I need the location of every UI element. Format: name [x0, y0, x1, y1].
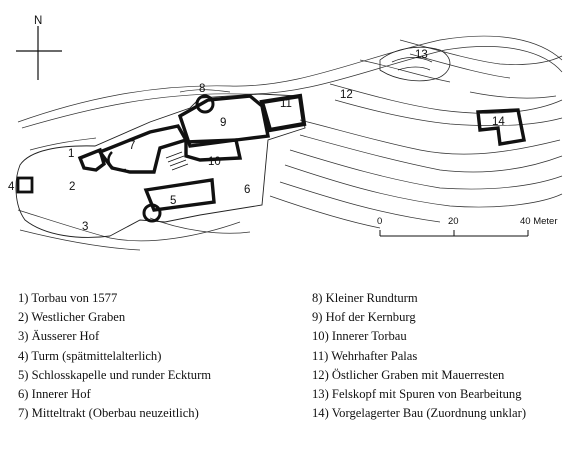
plan-label-1: 1 [68, 148, 74, 160]
plan-label-5: 5 [170, 195, 176, 207]
legend-item: 13) Felskopf mit Spuren von Bearbeitung [312, 386, 522, 401]
north-label: N [34, 15, 42, 27]
small-round-tower [195, 94, 215, 114]
legend-item: 3) Äusserer Hof [18, 329, 100, 344]
plan-label-7: 7 [129, 140, 135, 152]
stairs [165, 151, 189, 171]
castle-site-plan: N [8, 15, 563, 251]
scale-bar: 0 20 40 Meter [377, 216, 558, 237]
plan-label-11: 11 [280, 98, 292, 110]
scale-label-mid: 20 [448, 216, 459, 227]
legend-item: 14) Vorgelagerter Bau (Zuordnung unklar) [312, 406, 527, 421]
legend-item: 8) Kleiner Rundturm [312, 291, 418, 305]
legend-item: 5) Schlosskapelle und runder Eckturm [18, 367, 212, 382]
plan-label-2: 2 [69, 181, 75, 193]
rock-outcrop [379, 46, 451, 82]
legend-item: 11) Wehrhafter Palas [312, 348, 418, 363]
legend-item: 7) Mitteltrakt (Oberbau neuzeitlich) [18, 406, 199, 421]
plan-label-8: 8 [199, 83, 205, 95]
plan-label-13: 13 [415, 49, 428, 61]
legend-item: 4) Turm (spätmittelalterlich) [18, 348, 162, 363]
scale-label-end: 40 Meter [520, 216, 558, 227]
plan-label-10: 10 [208, 156, 221, 168]
castle-walls [16, 93, 527, 212]
scale-label-zero: 0 [377, 216, 382, 227]
legend-item: 12) Östlicher Graben mit Mauerresten [312, 367, 505, 382]
terrain-contours [17, 35, 563, 251]
round-corner-tower [142, 203, 162, 223]
legend-left-column: 1) Torbau von 1577 2) Westlicher Graben … [18, 289, 211, 423]
outer-bailey-outline [15, 93, 306, 238]
plan-label-14: 14 [492, 116, 505, 128]
north-arrow-icon: N [16, 15, 62, 80]
legend-item: 9) Hof der Kernburg [312, 310, 416, 325]
plan-label-9: 9 [220, 117, 226, 129]
plan-label-3: 3 [82, 221, 88, 233]
legend-item: 6) Innerer Hof [18, 386, 91, 401]
plan-labels: 1 2 3 4 5 6 7 8 9 10 11 12 13 14 [8, 49, 505, 233]
legend-right-column: 8) Kleiner Rundturm 9) Hof der Kernburg … [312, 289, 526, 423]
plan-label-6: 6 [244, 184, 250, 196]
plan-label-12: 12 [340, 89, 353, 101]
legend-item: 10) Innerer Torbau [312, 329, 407, 344]
plan-label-4: 4 [8, 181, 15, 193]
legend-item: 2) Westlicher Graben [18, 310, 126, 325]
legend-item: 1) Torbau von 1577 [18, 291, 118, 305]
